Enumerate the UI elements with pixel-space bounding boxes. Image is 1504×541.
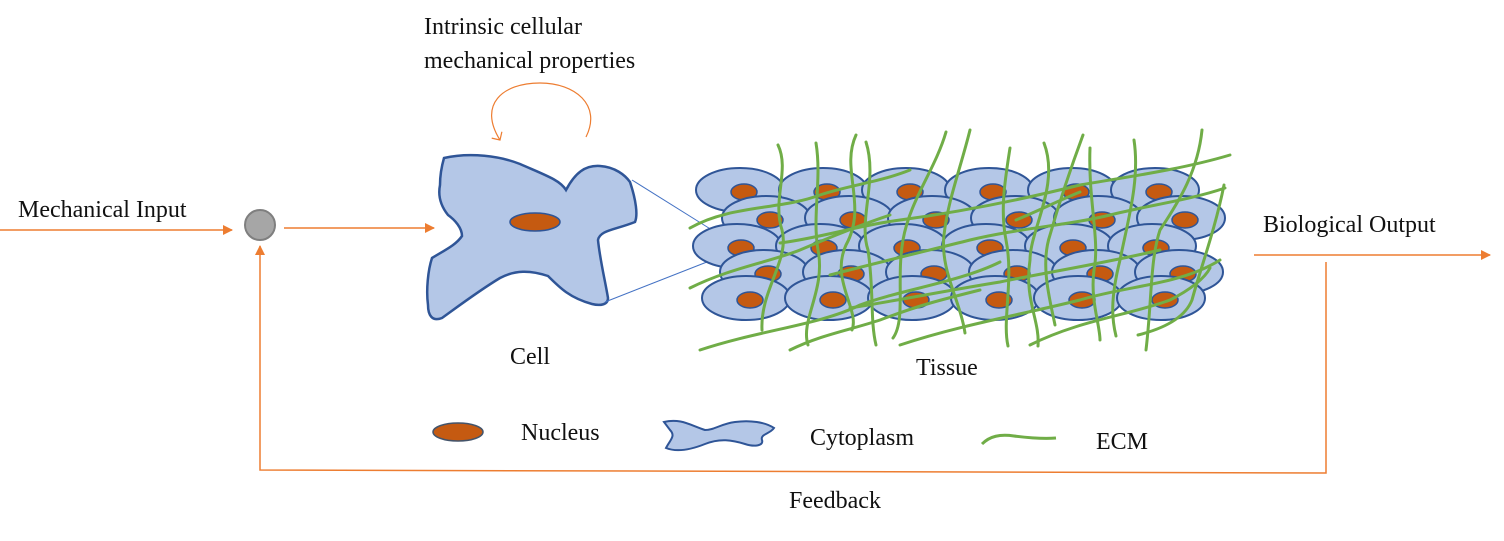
ecm-fiber	[688, 168, 912, 230]
ecm-fiber	[1027, 141, 1051, 348]
ecm-fiber	[1136, 183, 1226, 337]
ecm-fiber	[805, 141, 821, 347]
nucleus-icon	[432, 422, 484, 442]
tissue-nucleus	[985, 291, 1013, 309]
cell-label: Cell	[510, 344, 550, 370]
summing-junction	[244, 209, 276, 241]
ecm-fiber	[1014, 190, 1082, 222]
intrinsic-label-line1: Intrinsic cellular	[424, 14, 582, 40]
mechanical-input-label: Mechanical Input	[18, 197, 187, 223]
biological-output-label: Biological Output	[1263, 212, 1436, 238]
tissue-label: Tissue	[916, 355, 978, 381]
tissue-nucleus	[819, 291, 847, 309]
ecm-fiber	[778, 153, 1232, 245]
ecm-fiber	[788, 288, 982, 352]
ecm-fiber	[1044, 133, 1085, 327]
zoom-line-top	[631, 179, 713, 231]
tissue-nucleus	[736, 291, 764, 309]
tissue-nucleus	[756, 211, 784, 229]
ecm-fiber	[848, 248, 1162, 310]
intrinsic-loop-arrow	[491, 82, 592, 141]
tissue-ecm-fibers	[688, 128, 1232, 352]
legend-nucleus-label: Nucleus	[521, 420, 600, 446]
ecm-icon	[980, 433, 1057, 446]
cell-nucleus	[509, 212, 561, 232]
ecm-fiber	[828, 186, 1227, 277]
tissue-nucleus	[1171, 211, 1199, 229]
legend-cytoplasm-label: Cytoplasm	[810, 425, 915, 451]
ecm-fiber	[941, 128, 972, 335]
ecm-fiber	[1028, 266, 1212, 347]
legend-ecm-label: ECM	[1096, 429, 1149, 455]
ecm-fiber	[1001, 146, 1012, 348]
feedback-line	[255, 245, 1327, 474]
zoom-line-bottom	[604, 259, 713, 303]
ecm-fiber	[863, 140, 878, 347]
ecm-fiber	[891, 130, 948, 340]
ecm-fiber	[688, 213, 892, 290]
cell-cytoplasm-shape	[425, 153, 638, 321]
ecm-fiber	[760, 143, 785, 332]
ecm-fiber	[898, 258, 1222, 347]
cytoplasm-icon	[662, 419, 776, 452]
intrinsic-label-line2: mechanical properties	[424, 48, 636, 74]
feedback-label: Feedback	[789, 488, 881, 514]
